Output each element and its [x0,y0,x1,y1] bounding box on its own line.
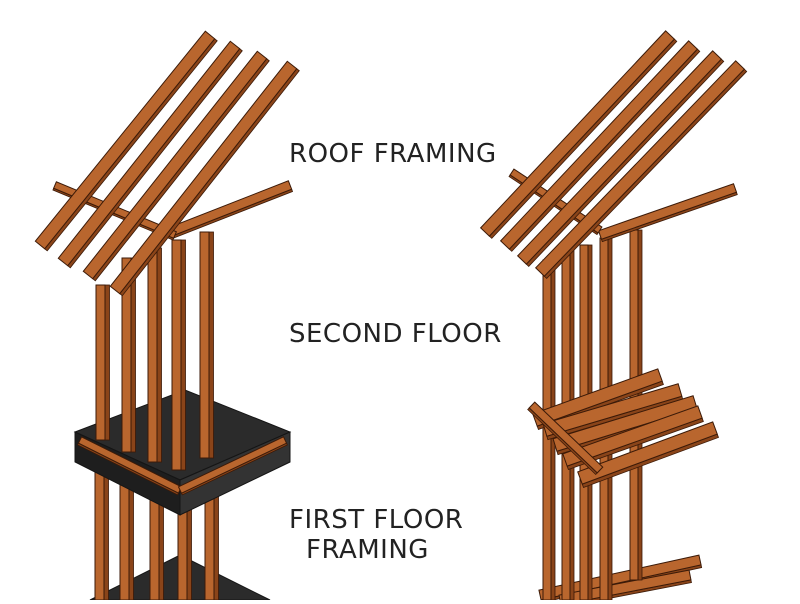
roof-framing-label: ROOF FRAMING [289,139,497,169]
second-floor-stud [199,231,214,459]
top-plate [167,180,294,240]
second-floor-joist [577,421,720,488]
top-plate [597,183,738,243]
framing-label: FRAMING [306,535,429,565]
deck-rim-board [77,436,183,496]
roof-rafter [499,40,701,252]
roof-rafter [479,30,678,239]
roof-rafter [82,50,270,282]
second-floor-stud [171,239,186,471]
second-floor-joist [562,405,704,471]
second-floor-stud [95,284,110,441]
roof-rafter [34,30,218,252]
second-floor-label: SECOND FLOOR [289,319,502,349]
right-framing-assembly [479,30,748,604]
first-floor-label: FIRST FLOOR [289,505,464,535]
left-framing-assembly [34,30,300,601]
roof-rafter [516,50,725,267]
deck-rim-board [177,436,288,496]
second-floor-stud [147,247,162,463]
second-floor-rim [527,401,604,476]
roof-rafter [109,60,300,297]
roof-rafter [57,40,243,269]
roof-rafter [534,60,748,280]
